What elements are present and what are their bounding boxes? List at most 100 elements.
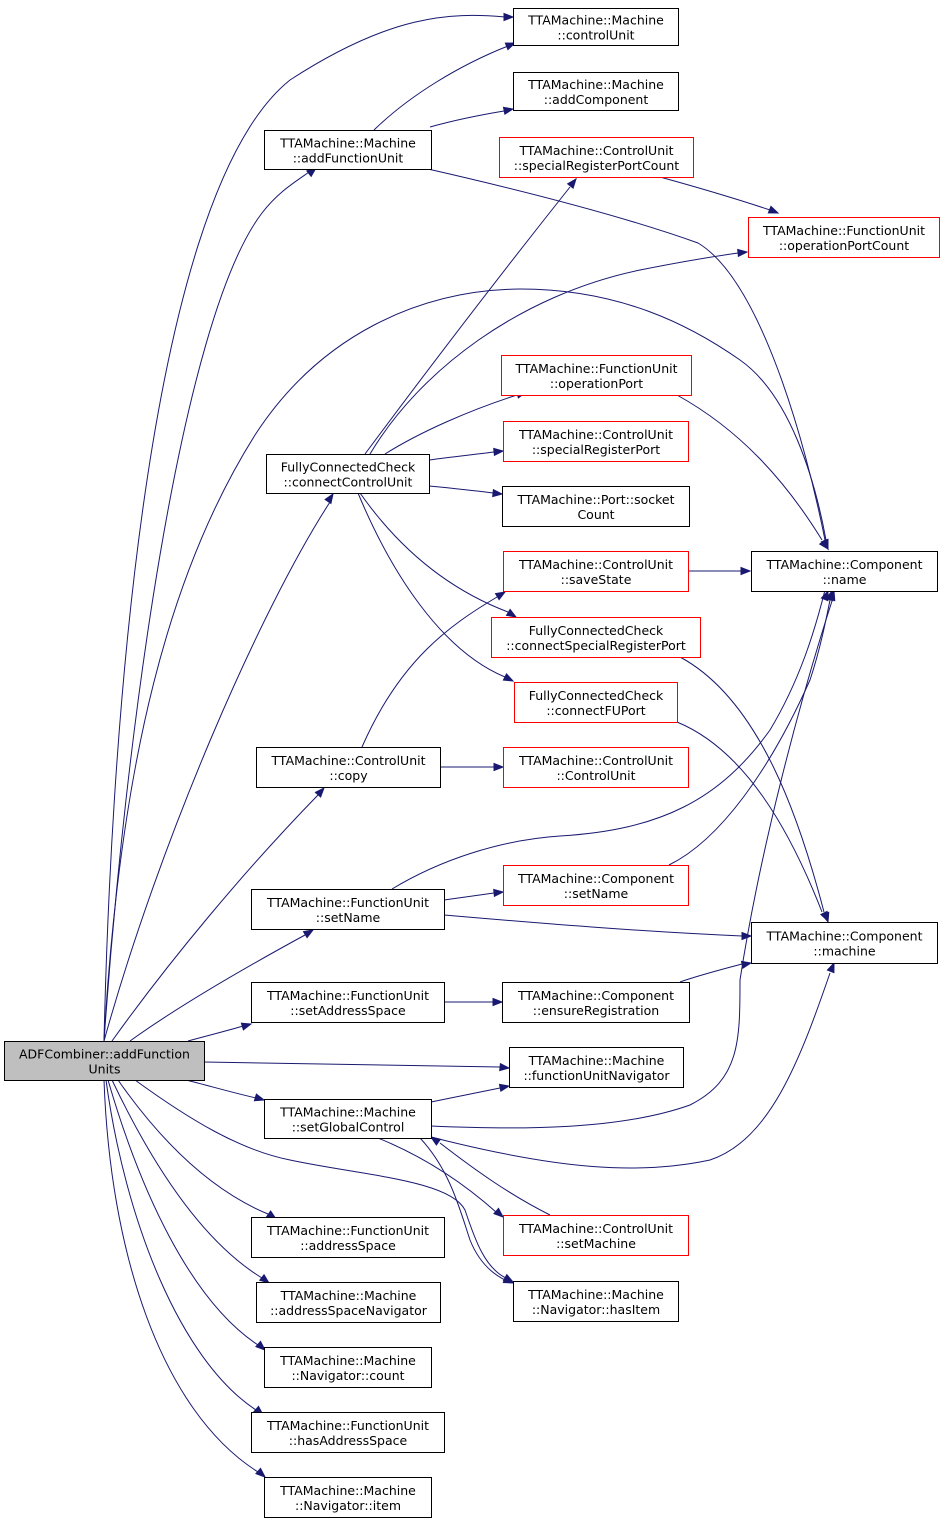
edge-line — [428, 485, 494, 494]
node-comp_setName[interactable]: TTAMachine::Component::setName — [503, 865, 689, 906]
node-label-line1: TTAMachine::Component — [517, 871, 674, 886]
node-label-line2: ::specialRegisterPort — [532, 442, 660, 457]
node-nav_hasItem[interactable]: TTAMachine::Machine::Navigator::hasItem — [513, 1281, 679, 1322]
node-label-line2: ::Navigator::count — [291, 1368, 404, 1383]
edge-line — [187, 1025, 244, 1042]
node-box — [251, 1412, 445, 1453]
node-box — [251, 889, 445, 930]
edge-root-to-nav_count — [107, 1079, 267, 1351]
node-m_addComponent[interactable]: TTAMachine::Machine::addComponent — [513, 72, 679, 111]
node-box — [264, 1099, 432, 1139]
edge-m_addFunctionUnit-to-m_controlUnit — [373, 42, 517, 131]
node-box — [266, 454, 430, 494]
arrowhead — [493, 1207, 505, 1218]
node-comp_ensureRegistration[interactable]: TTAMachine::Component::ensureRegistratio… — [502, 982, 690, 1023]
edge-fu_setAddressSpace-to-comp_ensureRegistration — [444, 997, 504, 1007]
node-fu_operationPort[interactable]: TTAMachine::FunctionUnit::operationPort — [501, 355, 692, 396]
node-box — [748, 217, 940, 258]
node-comp_name[interactable]: TTAMachine::Component::name — [751, 551, 938, 592]
arrowhead — [492, 488, 504, 498]
node-label-line2: ::hasAddressSpace — [289, 1433, 408, 1448]
node-label-line1: TTAMachine::Machine — [279, 1483, 416, 1498]
node-box — [513, 72, 679, 111]
node-cu_ControlUnit[interactable]: TTAMachine::ControlUnit::ControlUnit — [503, 747, 689, 788]
node-label-line2: ::addComponent — [544, 92, 649, 107]
node-nav_item[interactable]: TTAMachine::Machine::Navigator::item — [264, 1477, 432, 1518]
node-box — [264, 1477, 432, 1518]
node-fu_setName[interactable]: TTAMachine::FunctionUnit::setName — [251, 889, 445, 930]
arrowhead — [240, 1022, 253, 1031]
node-cu_setMachine[interactable]: TTAMachine::ControlUnit::setMachine — [503, 1215, 689, 1256]
node-fu_operationPortCount[interactable]: TTAMachine::FunctionUnit::operationPortC… — [748, 217, 940, 258]
edge-line — [105, 1079, 257, 1411]
edge-root-to-comp_name — [103, 288, 829, 1042]
edge-root-to-fu_hasAddressSpace — [105, 1079, 265, 1416]
node-fu_setAddressSpace[interactable]: TTAMachine::FunctionUnit::setAddressSpac… — [251, 982, 445, 1023]
node-box — [264, 130, 432, 170]
edge-line — [443, 892, 495, 901]
arrowhead — [493, 888, 505, 898]
edge-root-to-m_addressSpaceNavigator — [111, 1079, 271, 1284]
node-cu_specialRegisterPort[interactable]: TTAMachine::ControlUnit::specialRegister… — [503, 421, 689, 462]
node-cu_saveState[interactable]: TTAMachine::ControlUnit::saveState — [503, 551, 689, 592]
edge-line — [676, 721, 823, 913]
edge-m_setGlobalControl-to-cu_setMachine — [377, 1137, 505, 1218]
edge-fcc_connectFUPort-to-comp_machine — [676, 721, 829, 923]
node-box — [503, 551, 689, 592]
node-box — [264, 1347, 432, 1388]
edge-fcc_connectControlUnit-to-fcc_connectSpecialRegisterPort — [359, 492, 518, 618]
arrowhead — [818, 538, 829, 551]
node-m_addressSpaceNavigator[interactable]: TTAMachine::Machine::addressSpaceNavigat… — [256, 1282, 441, 1323]
node-fu_hasAddressSpace[interactable]: TTAMachine::FunctionUnit::hasAddressSpac… — [251, 1412, 445, 1453]
edge-root-to-fu_addressSpace — [117, 1079, 278, 1220]
edge-cu_setMachine-to-m_setGlobalControl — [429, 1136, 551, 1216]
node-label-line1: TTAMachine::FunctionUnit — [762, 223, 925, 238]
arrowhead — [826, 961, 835, 974]
node-fcc_connectControlUnit[interactable]: FullyConnectedCheck::connectControlUnit — [266, 454, 430, 494]
node-box — [251, 1217, 445, 1258]
node-cu_specialRegisterPortCount[interactable]: TTAMachine::ControlUnit::specialRegister… — [499, 137, 694, 178]
arrowhead — [505, 608, 518, 618]
arrowhead — [494, 591, 507, 601]
edge-line — [429, 110, 505, 128]
edge-m_setGlobalControl-to-nav_hasItem — [419, 1137, 515, 1284]
node-nav_count[interactable]: TTAMachine::Machine::Navigator::count — [264, 1347, 432, 1388]
node-m_addFunctionUnit[interactable]: TTAMachine::Machine::addFunctionUnit — [264, 130, 432, 170]
arrowhead — [499, 1062, 511, 1072]
node-box — [499, 137, 694, 178]
arrowhead — [255, 1467, 267, 1478]
node-box — [513, 1281, 679, 1322]
node-m_setGlobalControl[interactable]: TTAMachine::Machine::setGlobalControl — [264, 1099, 432, 1139]
node-label-line1: TTAMachine::Machine — [527, 13, 664, 28]
node-label-line2: ::saveState — [561, 572, 632, 587]
edge-line — [203, 1061, 501, 1068]
node-label-line2: ::addressSpace — [300, 1238, 396, 1253]
node-fcc_connectFUPort[interactable]: FullyConnectedCheck::connectFUPort — [514, 682, 678, 723]
arrowhead — [737, 248, 749, 258]
arrowhead — [255, 1340, 267, 1351]
arrowhead — [302, 929, 315, 939]
edge-line — [103, 14, 506, 1042]
node-label-line1: TTAMachine::FunctionUnit — [266, 1418, 429, 1433]
edge-line — [676, 394, 823, 541]
node-label-line2: ::connectControlUnit — [284, 475, 413, 490]
arrowhead — [767, 205, 780, 214]
edge-line — [111, 1079, 263, 1279]
edge-line — [361, 596, 498, 748]
node-cu_copy[interactable]: TTAMachine::ControlUnit::copy — [256, 747, 441, 788]
node-fcc_connectSpecialRegisterPort[interactable]: FullyConnectedCheck::connectSpecialRegis… — [491, 617, 701, 658]
node-label-line1: FullyConnectedCheck — [529, 623, 664, 638]
arrowhead — [498, 1083, 511, 1093]
edge-line — [357, 492, 506, 678]
node-comp_machine[interactable]: TTAMachine::Component::machine — [751, 922, 938, 964]
node-m_functionUnitNavigator[interactable]: TTAMachine::Machine::functionUnitNavigat… — [509, 1047, 684, 1088]
node-fu_addressSpace[interactable]: TTAMachine::FunctionUnit::addressSpace — [251, 1217, 445, 1258]
edge-line — [430, 600, 833, 1129]
node-m_controlUnit[interactable]: TTAMachine::Machine::controlUnit — [513, 8, 679, 46]
edge-root-to-fu_setAddressSpace — [187, 1022, 253, 1042]
arrowhead — [253, 1093, 266, 1102]
edge-line — [359, 492, 509, 613]
node-box — [491, 617, 701, 658]
